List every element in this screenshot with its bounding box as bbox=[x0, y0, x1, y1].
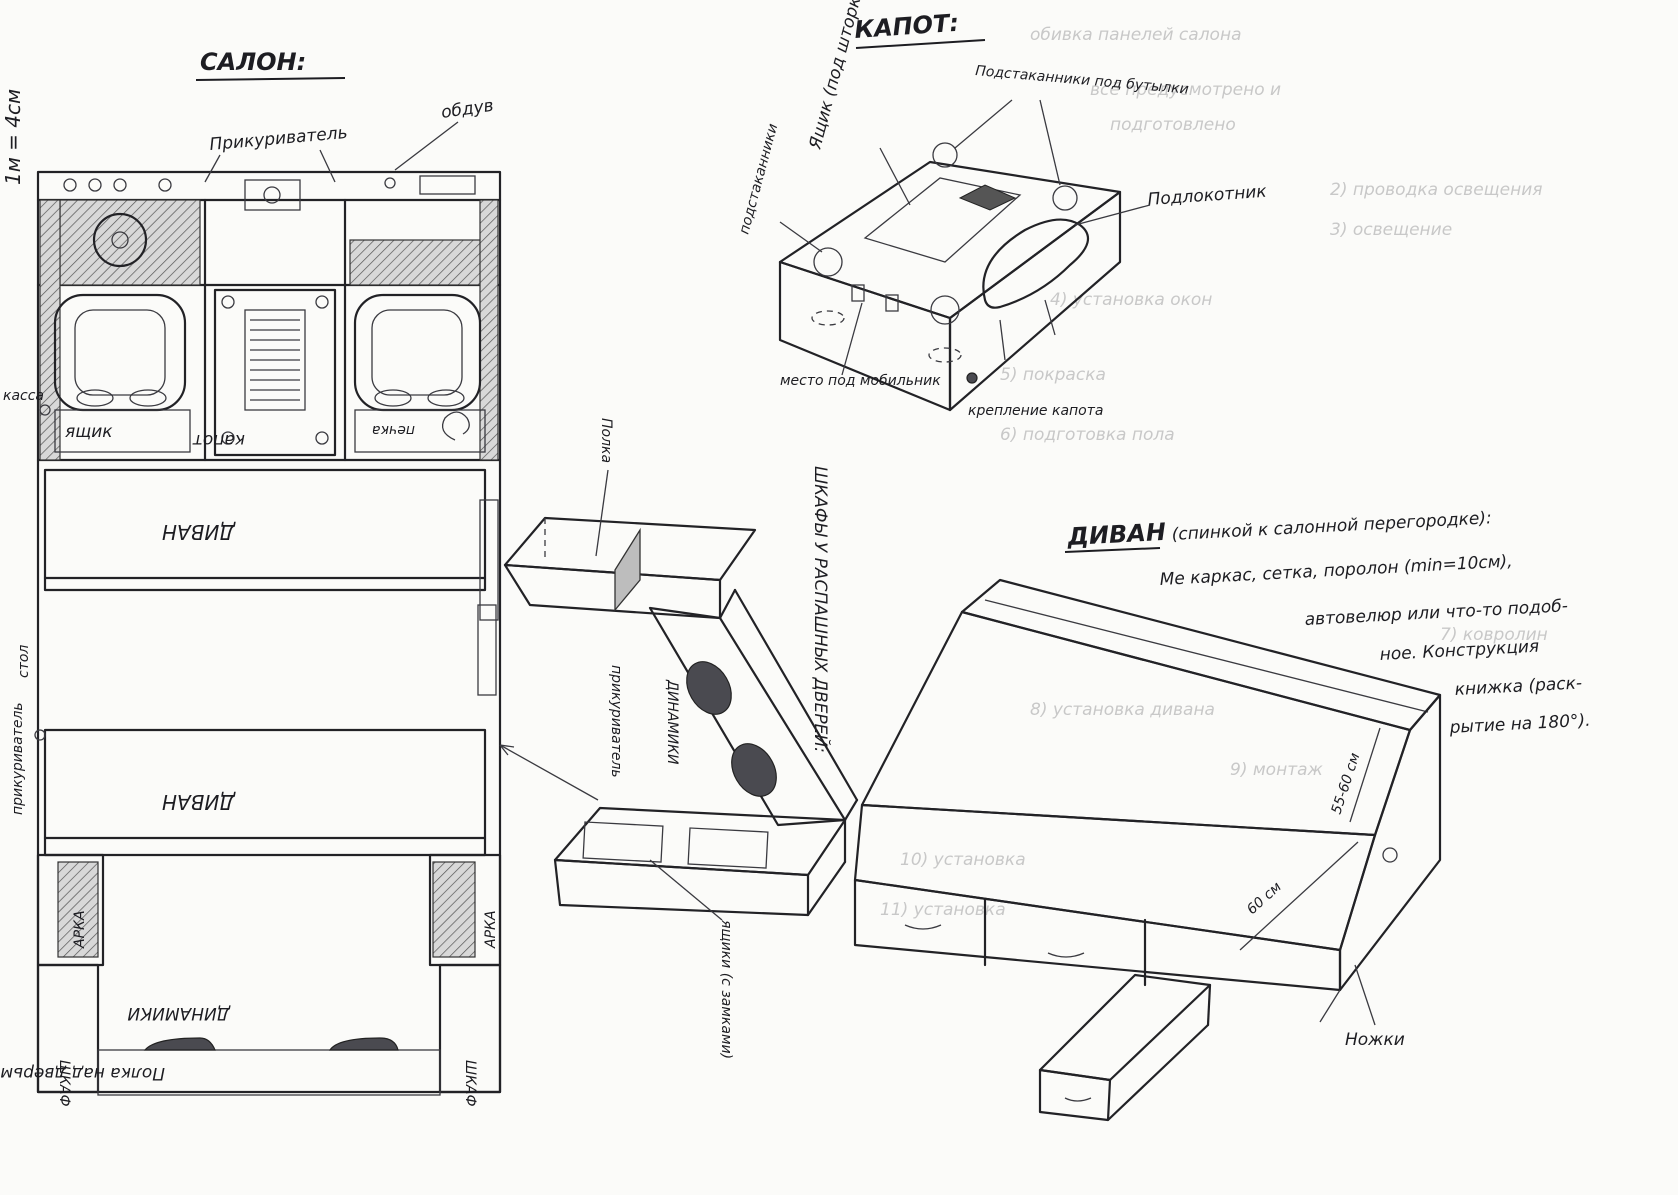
label-pechka: печка bbox=[372, 422, 415, 438]
label-divan-bottom: ДИВАН bbox=[162, 790, 236, 814]
label-dinamiki-rear: ДИНАМИКИ bbox=[127, 1003, 231, 1023]
svg-text:9) монтаж: 9) монтаж bbox=[1230, 760, 1324, 780]
salon-heading: САЛОН: bbox=[200, 48, 306, 76]
divan-spec-4: рытие на 180°). bbox=[1448, 711, 1591, 738]
label-polka-rear: Полка над дверьми bbox=[0, 1063, 165, 1083]
label-shkaf-left: ШКАФ bbox=[56, 1060, 72, 1107]
label-podstakanniki: подстаканники bbox=[736, 122, 781, 236]
svg-text:11) установка: 11) установка bbox=[880, 900, 1006, 920]
label-divan-top: ДИВАН bbox=[162, 520, 236, 544]
svg-text:4) установка окон: 4) установка окон bbox=[1050, 290, 1212, 310]
svg-text:обивка панелей салона: обивка панелей салона bbox=[1030, 25, 1242, 45]
label-podlokotnik: Подлокотник bbox=[1147, 182, 1268, 210]
label-dinamiki: ДИНАМИКИ bbox=[664, 679, 680, 765]
svg-text:8) установка дивана: 8) установка дивана bbox=[1030, 700, 1215, 720]
svg-text:10) установка: 10) установка bbox=[900, 850, 1026, 870]
sofa-sketch: ДИВАН (спинкой к салонной перегородке): … bbox=[853, 508, 1591, 1122]
divan-heading: ДИВАН bbox=[1066, 518, 1167, 551]
salon-plan: 1м = 4см САЛОН: bbox=[0, 48, 502, 1107]
hood-grill bbox=[250, 319, 300, 401]
kapot-heading: КАПОТ: bbox=[853, 9, 959, 44]
label-mesto-mobilnik: место под мобильник bbox=[780, 373, 941, 389]
label-kreplenie: крепление капота bbox=[968, 403, 1103, 419]
label-arka-right: АРКА bbox=[483, 910, 499, 949]
divan-spec-2: ное. Конструкция bbox=[1379, 637, 1539, 665]
label-polka: Полка bbox=[598, 418, 614, 463]
door-cabinet-sketch: ШКАФЫ У РАСПАШНЫХ ДВЕРЕЙ: Полка ДИНАМИКИ… bbox=[503, 418, 859, 1059]
scale-note: 1м = 4см bbox=[1, 89, 25, 185]
divan-spec-3: книжка (раск- bbox=[1454, 673, 1582, 700]
label-obduv: обдув bbox=[440, 96, 495, 123]
label-arka-left: АРКА bbox=[72, 910, 88, 949]
label-podstakanniki-butylki: Подстаканники под бутылки bbox=[975, 63, 1190, 98]
label-kapot: капот bbox=[192, 430, 245, 450]
svg-text:подготовлено: подготовлено bbox=[1110, 115, 1236, 135]
hood-sketch: КАПОТ: Ящик (под шторкой) Подстаканники … bbox=[736, 0, 1268, 419]
door-cabinet-heading: ШКАФЫ У РАСПАШНЫХ ДВЕРЕЙ: bbox=[810, 466, 832, 753]
label-kassa: касса bbox=[3, 388, 44, 404]
label-nozhki: Ножки bbox=[1345, 1030, 1405, 1050]
label-yaschik: ящик bbox=[65, 422, 113, 442]
divan-subheading: (спинкой к салонной перегородке): bbox=[1171, 508, 1492, 545]
svg-text:5) покраска: 5) покраска bbox=[1000, 365, 1106, 385]
label-stol: стол bbox=[16, 645, 32, 678]
dim-height: 55-60 см bbox=[1329, 751, 1364, 817]
label-shkaf-right: ШКАФ bbox=[462, 1060, 478, 1107]
divan-spec-0: Ме каркас, сетка, поролон (min=10см), bbox=[1159, 552, 1513, 590]
svg-text:6) подготовка пола: 6) подготовка пола bbox=[1000, 425, 1175, 445]
label-prikurivatel-top: Прикуриватель bbox=[209, 123, 349, 155]
svg-text:2) проводка освещения: 2) проводка освещения bbox=[1330, 180, 1543, 200]
bleed-through-text: обивка панелей салона всё предусмотрено … bbox=[880, 25, 1548, 920]
svg-text:всё предусмотрено и: всё предусмотрено и bbox=[1090, 80, 1281, 100]
svg-text:3) освещение: 3) освещение bbox=[1330, 220, 1452, 240]
svg-text:7) ковролин: 7) ковролин bbox=[1440, 625, 1548, 645]
label-prikurivatel: прикуриватель bbox=[608, 665, 624, 778]
dim-depth: 60 см bbox=[1244, 879, 1285, 918]
label-prikurivatel-side: прикуриватель bbox=[10, 702, 26, 815]
label-yaschiki: ящики (с замками) bbox=[718, 920, 734, 1059]
